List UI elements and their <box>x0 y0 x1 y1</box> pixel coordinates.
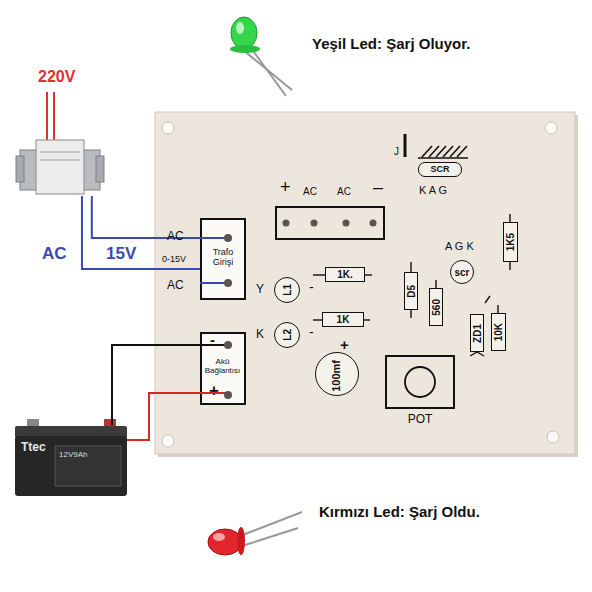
board-label: Yeşil Led: Şarj Oluyor. <box>312 36 470 53</box>
component-text: L1 <box>282 284 293 296</box>
component-text: ZD1 <box>472 324 483 343</box>
component-text: + <box>280 178 291 198</box>
component-text: 1K <box>337 314 350 325</box>
battery-terminal <box>104 419 116 427</box>
wire <box>112 345 200 425</box>
scr-symbol: scr <box>450 260 474 284</box>
bridge-rectifier: +ACAC– <box>275 206 385 240</box>
led-dome <box>231 17 257 49</box>
component-text: 560 <box>431 299 442 316</box>
board-label: Kırmızı Led: Şarj Oldu. <box>319 504 480 521</box>
component-text: AC <box>303 186 317 197</box>
component-text: 100mf <box>330 360 342 392</box>
jumper-mark <box>404 134 407 157</box>
red-led <box>208 512 302 555</box>
zener-symbol: ZD1 <box>470 314 484 352</box>
component-text: 12V9Ah <box>59 451 87 460</box>
component-text: Ttec <box>21 441 46 454</box>
resistor-symbol: 10K <box>491 313 506 351</box>
component-text: 10K <box>493 323 504 341</box>
transformer-coil <box>36 140 84 194</box>
transformer <box>16 92 104 194</box>
led-symbol: L2 <box>274 322 300 348</box>
wire <box>92 196 200 238</box>
mount-hole <box>547 431 559 443</box>
battery-part: Ttec 12V9Ah <box>15 425 127 495</box>
component-text: AC <box>337 186 351 197</box>
component-text: Akü Bağlantısı <box>203 358 242 376</box>
component-text: L2 <box>282 329 293 341</box>
board-label: AC <box>42 245 67 264</box>
board-label: 15V <box>106 245 136 264</box>
potentiometer: POT <box>385 355 455 409</box>
resistor-symbol: 560 <box>429 288 443 326</box>
diode-symbol: D5 <box>404 272 418 310</box>
component-text: SCR <box>430 165 449 175</box>
board-label: - <box>309 325 314 340</box>
wire <box>82 196 200 269</box>
component-text: + <box>340 337 349 354</box>
mount-tab <box>16 156 24 182</box>
led-rim <box>237 527 245 555</box>
led-symbol: L1 <box>274 277 300 303</box>
component-text: POT <box>385 413 455 426</box>
led-rim <box>230 45 260 53</box>
connector-block: Trafo Girişi <box>200 218 246 300</box>
scr-heatsink-hatch <box>418 146 468 158</box>
wire <box>127 393 200 440</box>
led-dome <box>208 529 242 555</box>
scr-label-box: SCR <box>418 162 462 177</box>
led-highlight <box>236 22 244 34</box>
board-label: Y <box>256 283 264 296</box>
component-text: 1K5 <box>505 233 516 251</box>
pot-knob <box>405 367 435 397</box>
component-text: scr <box>454 267 469 278</box>
component-leads <box>313 214 510 356</box>
mount-hole <box>545 122 557 134</box>
board-label: K A G <box>419 184 447 196</box>
board <box>155 112 575 454</box>
battery-sticker <box>55 446 121 486</box>
board-label: - <box>309 280 314 295</box>
component-text: Trafo Girişi <box>204 248 242 268</box>
board-label: K <box>256 328 264 341</box>
component-text: + <box>209 382 219 401</box>
mains-wire <box>47 92 54 142</box>
component-text: D5 <box>406 285 417 298</box>
transformer-part: 220V <box>18 140 100 196</box>
board-label: AC <box>167 279 184 292</box>
component-text: 220V <box>38 68 75 86</box>
board-label: 0-15V <box>162 255 186 265</box>
battery <box>15 419 127 496</box>
connector-block: - Akü Bağlantısı + <box>200 332 246 405</box>
component-text: 1K. <box>337 269 353 280</box>
board-label: A G K <box>445 240 474 252</box>
green-led <box>230 17 292 96</box>
solder-pads <box>224 220 377 400</box>
resistor-symbol: 1K <box>322 312 364 327</box>
led-highlight <box>213 533 225 541</box>
battery-terminal <box>27 419 39 427</box>
battery-body <box>15 436 127 496</box>
mount-hole <box>162 435 174 447</box>
pcb-board <box>155 112 578 457</box>
mount-tab <box>96 156 104 182</box>
board-label: J <box>394 146 399 157</box>
mount-hole <box>162 122 174 134</box>
component-text: - <box>210 332 215 349</box>
resistor-symbol: 1K5 <box>503 222 518 262</box>
board-label: AC <box>167 230 184 243</box>
wire-stubs <box>200 238 228 393</box>
component-text: – <box>373 178 383 198</box>
capacitor-symbol: 100mf+ <box>315 352 359 396</box>
resistor-symbol: 1K. <box>325 267 365 282</box>
